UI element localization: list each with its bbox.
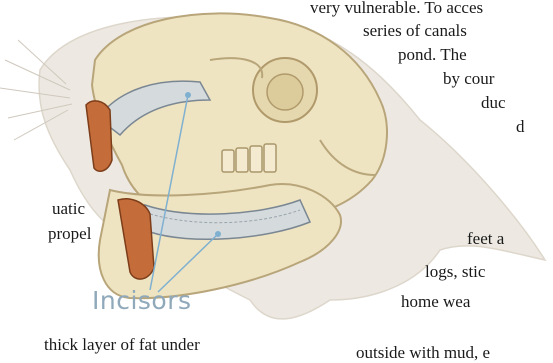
text-fragment: very vulnerable. To acces	[310, 0, 483, 18]
text-fragment: by cour	[443, 68, 494, 89]
text-fragment: uatic	[52, 198, 85, 219]
text-fragment: d	[516, 116, 525, 137]
pointer-dot-lower	[215, 231, 221, 237]
text-fragment: outside with mud, e	[356, 342, 490, 363]
text-fragment: series of canals	[363, 20, 467, 41]
text-fragment: home wea	[401, 291, 470, 312]
text-fragment: duc	[481, 92, 506, 113]
pointer-dot-upper	[185, 92, 191, 98]
text-fragment: thick layer of fat under	[44, 334, 200, 355]
text-fragment: logs, stic	[425, 261, 485, 282]
text-fragment: propel	[48, 223, 91, 244]
text-fragment: feet a	[467, 228, 504, 249]
incisors-label: Incisors	[92, 286, 192, 315]
text-fragment: pond. The	[398, 44, 467, 65]
